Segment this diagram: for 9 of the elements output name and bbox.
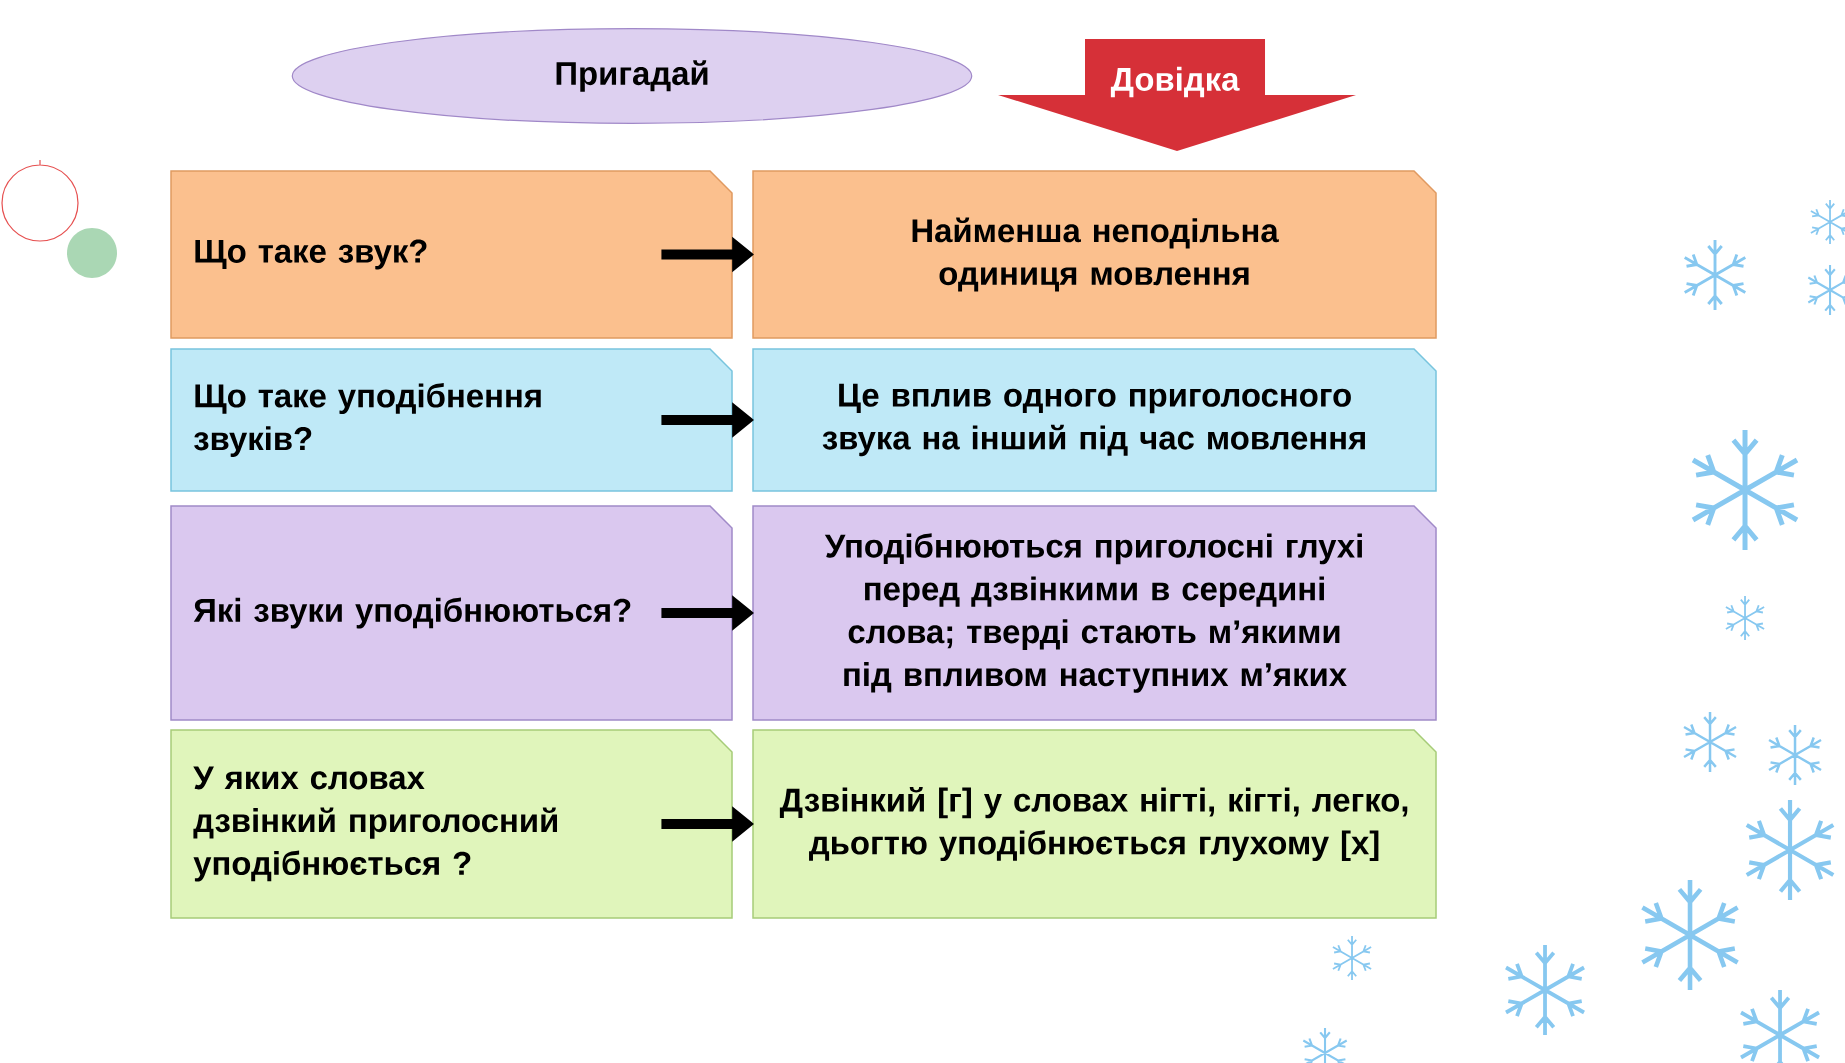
arrow-banner: Довідка — [998, 39, 1356, 151]
question-box: Що таке уподібнення звуків? — [170, 348, 733, 492]
question-box: Що таке звук? — [170, 170, 733, 339]
answer-box: Дзвінкий [г] у словах нігті, кігті, легко, дьогтю уподібнюється глухому [х] — [752, 729, 1437, 919]
answer-box: Найменша неподільна одиниця мовлення — [752, 170, 1437, 339]
question-box: У яких словах дзвінкий приголосний уподібнюється ? — [170, 729, 733, 919]
question-box: Які звуки уподібнюються? — [170, 505, 733, 721]
answer-box: Це вплив одного приголосного звука на інший під час мовлення — [752, 348, 1437, 492]
answer-box: Уподібнюються приголосні глухі перед дзвінкими в середині слова; тверді стають м’якими під впливом наступних м’яких — [752, 505, 1437, 721]
